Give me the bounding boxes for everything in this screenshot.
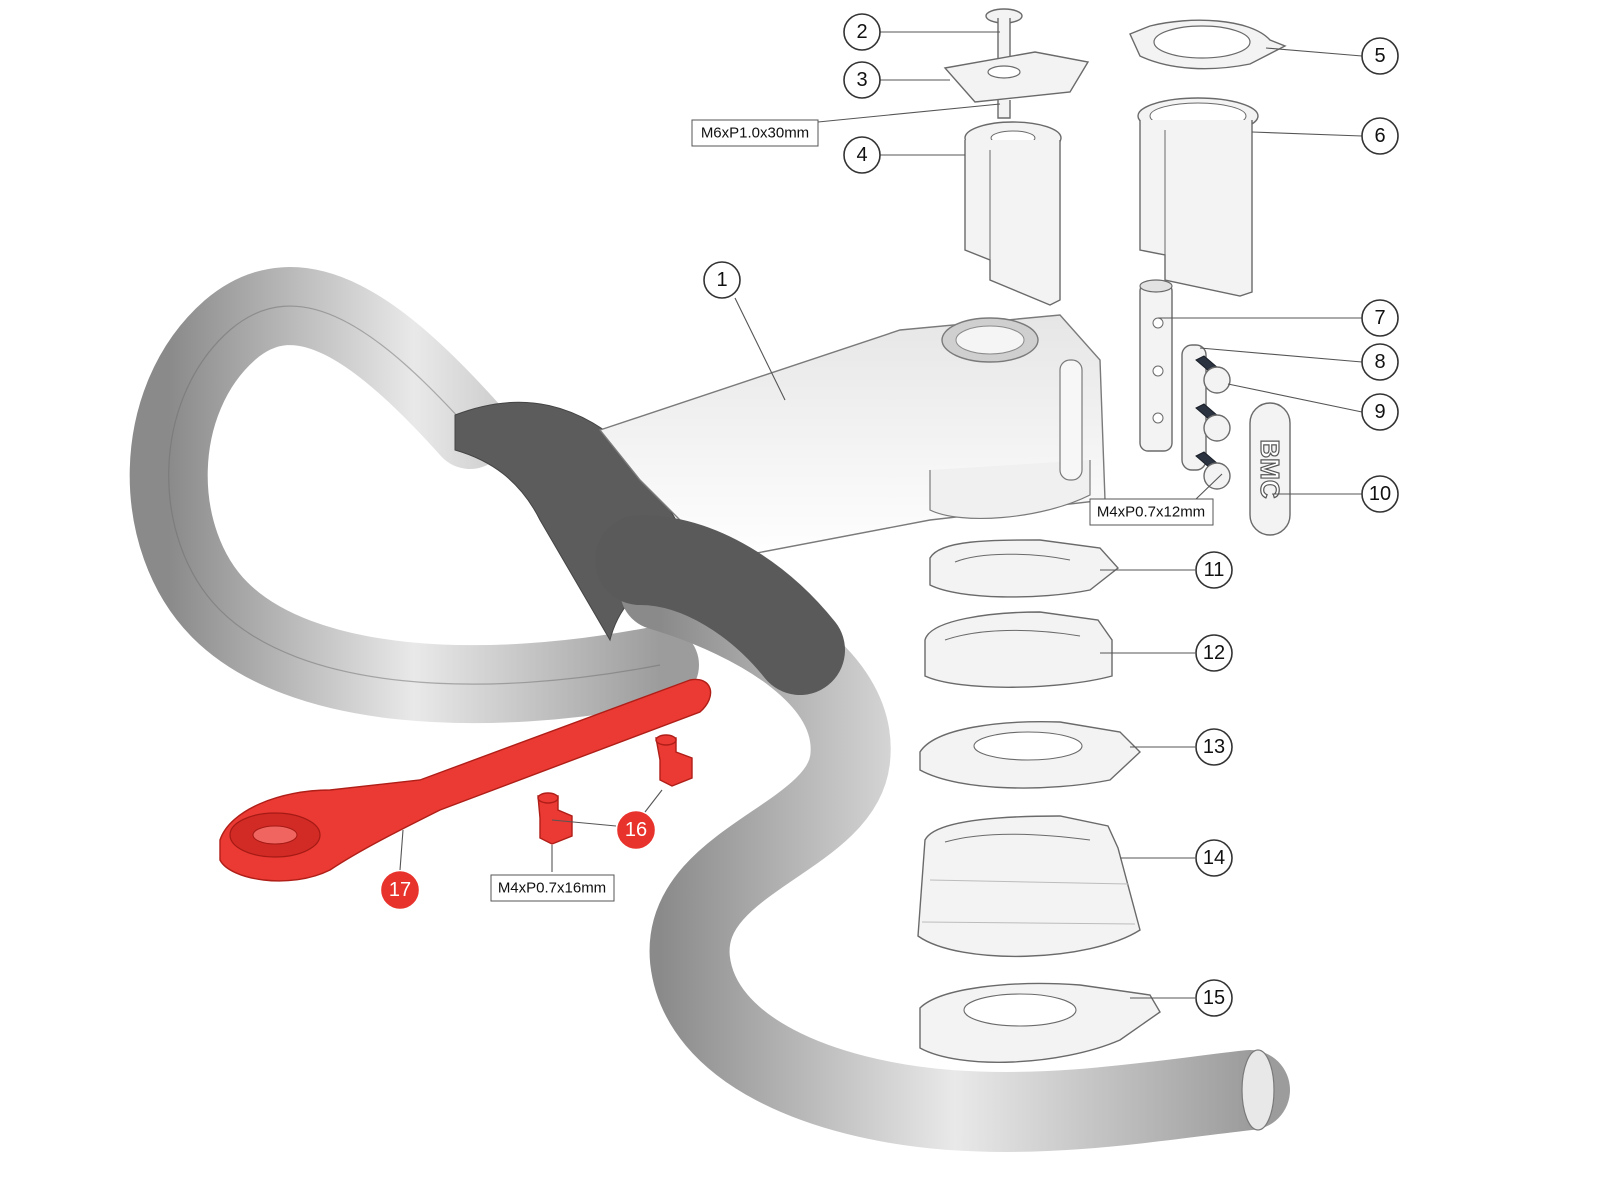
callout-17: 17 (381, 871, 419, 909)
callout-10: 10 (1361, 475, 1399, 513)
svg-text:M4xP0.7x16mm: M4xP0.7x16mm (498, 880, 606, 897)
callout-16: 16 (617, 811, 655, 849)
svg-text:11: 11 (1204, 559, 1225, 581)
callout-12: 12 (1195, 634, 1233, 672)
part-7-clamp-pin (1139, 279, 1173, 452)
callout-2: 2 (843, 13, 881, 51)
callout-11: 11 (1195, 551, 1233, 589)
svg-text:4: 4 (856, 144, 867, 166)
handlebar-bar-end (1241, 1049, 1275, 1131)
part-5-cap-ring (1129, 19, 1287, 70)
svg-text:5: 5 (1374, 45, 1385, 67)
svg-text:10: 10 (1369, 483, 1391, 505)
callout-7: 7 (1361, 299, 1399, 337)
svg-text:13: 13 (1203, 736, 1225, 758)
svg-text:6: 6 (1374, 125, 1385, 147)
part-3-top-cap-plate (943, 51, 1090, 103)
svg-text:8: 8 (1374, 351, 1385, 373)
svg-text:15: 15 (1203, 987, 1225, 1009)
part-10-logo-cover: BMC (1249, 402, 1291, 536)
stem-clamp-slot (1059, 359, 1083, 481)
svg-text:12: 12 (1203, 642, 1225, 664)
part-2-top-bolt (985, 8, 1023, 119)
svg-text:17: 17 (389, 879, 411, 901)
svg-text:9: 9 (1374, 401, 1385, 423)
handlebar-right-drop (620, 550, 1290, 1152)
callout-9: 9 (1361, 393, 1399, 431)
part-9-clamp-bolts (1195, 355, 1231, 490)
svg-text:3: 3 (856, 69, 867, 91)
callout-14: 14 (1195, 839, 1233, 877)
leader-lines (399, 31, 1363, 999)
part-12-spacer (924, 611, 1113, 688)
part-14-tall-spacer (917, 815, 1141, 958)
svg-text:14: 14 (1203, 847, 1225, 869)
svg-text:M4xP0.7x12mm: M4xP0.7x12mm (1097, 504, 1205, 521)
part-6-spacer-sleeve (1137, 97, 1259, 297)
spec-label-m6: M6xP1.0x30mm (691, 119, 819, 147)
callout-8: 8 (1361, 343, 1399, 381)
callout-6: 6 (1361, 117, 1399, 155)
spec-label-m4-12: M4xP0.7x12mm (1089, 498, 1214, 526)
callout-1: 1 (703, 261, 741, 299)
callout-15: 15 (1195, 979, 1233, 1017)
part-17-computer-mount (219, 678, 712, 882)
svg-text:7: 7 (1374, 307, 1385, 329)
svg-text:1: 1 (716, 269, 727, 291)
svg-text:2: 2 (856, 21, 867, 43)
handlebar-stem-assembly (129, 267, 1290, 1152)
callout-5: 5 (1361, 37, 1399, 75)
svg-text:M6xP1.0x30mm: M6xP1.0x30mm (701, 125, 809, 142)
callout-13: 13 (1195, 728, 1233, 766)
part-13-tapered-spacer (919, 721, 1142, 789)
part-4-spacer-sleeve (964, 121, 1062, 306)
part-15-base-cover (919, 982, 1161, 1063)
part-16-mount-bolts (537, 734, 693, 845)
spec-label-m4-16: M4xP0.7x16mm (490, 874, 615, 902)
callout-3: 3 (843, 61, 881, 99)
part-11-thin-spacer (929, 539, 1120, 598)
svg-text:16: 16 (625, 819, 647, 841)
logo-text: BMC (1255, 439, 1285, 498)
callout-4: 4 (843, 136, 881, 174)
